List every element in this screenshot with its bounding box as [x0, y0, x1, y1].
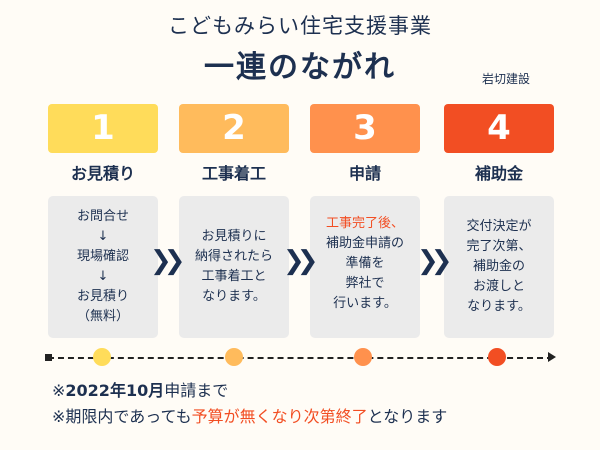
timeline-line — [48, 357, 553, 359]
page-title: こどもみらい住宅支援事業 — [168, 14, 432, 38]
step-1-number: 1 — [48, 104, 158, 153]
note-date: 2022年10月 — [65, 381, 165, 400]
step-3-highlight: 工事完了後、 — [325, 216, 404, 231]
note-prefix: ※ — [52, 381, 66, 400]
timeline-dot-2 — [225, 348, 243, 366]
step-2-description: お見積りに 納得されたら 工事着工と なります。 — [179, 196, 289, 338]
step-3-text: 補助金申請の 準備を 弊社で 行います。 — [325, 236, 404, 311]
step-4-description: 交付決定が 完了次第、 補助金の お渡しと なります。 — [444, 196, 554, 338]
step-3-number: 3 — [310, 104, 420, 153]
step-1-label: お見積り — [70, 164, 135, 183]
page-subtitle: 一連のながれ — [204, 50, 396, 85]
note-suffix: となります — [367, 407, 448, 426]
timeline-arrow-icon — [548, 352, 556, 362]
chevron-right-icon: ❯❯ — [283, 246, 318, 276]
deadline-note: ※2022年10月申請まで — [52, 377, 228, 401]
company-name: 岩切建設 — [482, 72, 531, 86]
step-4-label: 補助金 — [474, 164, 523, 183]
step-2-number: 2 — [179, 104, 289, 153]
chevron-right-icon: ❯❯ — [417, 246, 452, 276]
step-3-label: 申請 — [348, 164, 381, 183]
timeline-dot-4 — [488, 348, 506, 366]
timeline-dot-1 — [93, 348, 111, 366]
note-prefix: ※期限内であっても — [52, 407, 192, 426]
chevron-right-icon: ❯❯ — [150, 246, 185, 276]
timeline-start-marker — [45, 354, 52, 361]
step-3-description: 工事完了後、 補助金申請の 準備を 弊社で 行います。 — [310, 196, 420, 338]
note-suffix: 申請まで — [164, 381, 229, 400]
step-1-description: お問合せ ↓ 現場確認 ↓ お見積り （無料） — [48, 196, 158, 338]
step-2-label: 工事着工 — [201, 164, 266, 183]
budget-note: ※期限内であっても予算が無くなり次第終了となります — [52, 403, 447, 427]
note-highlight: 予算が無くなり次第終了 — [191, 407, 368, 426]
timeline-dot-3 — [354, 348, 372, 366]
step-4-number: 4 — [444, 104, 554, 153]
